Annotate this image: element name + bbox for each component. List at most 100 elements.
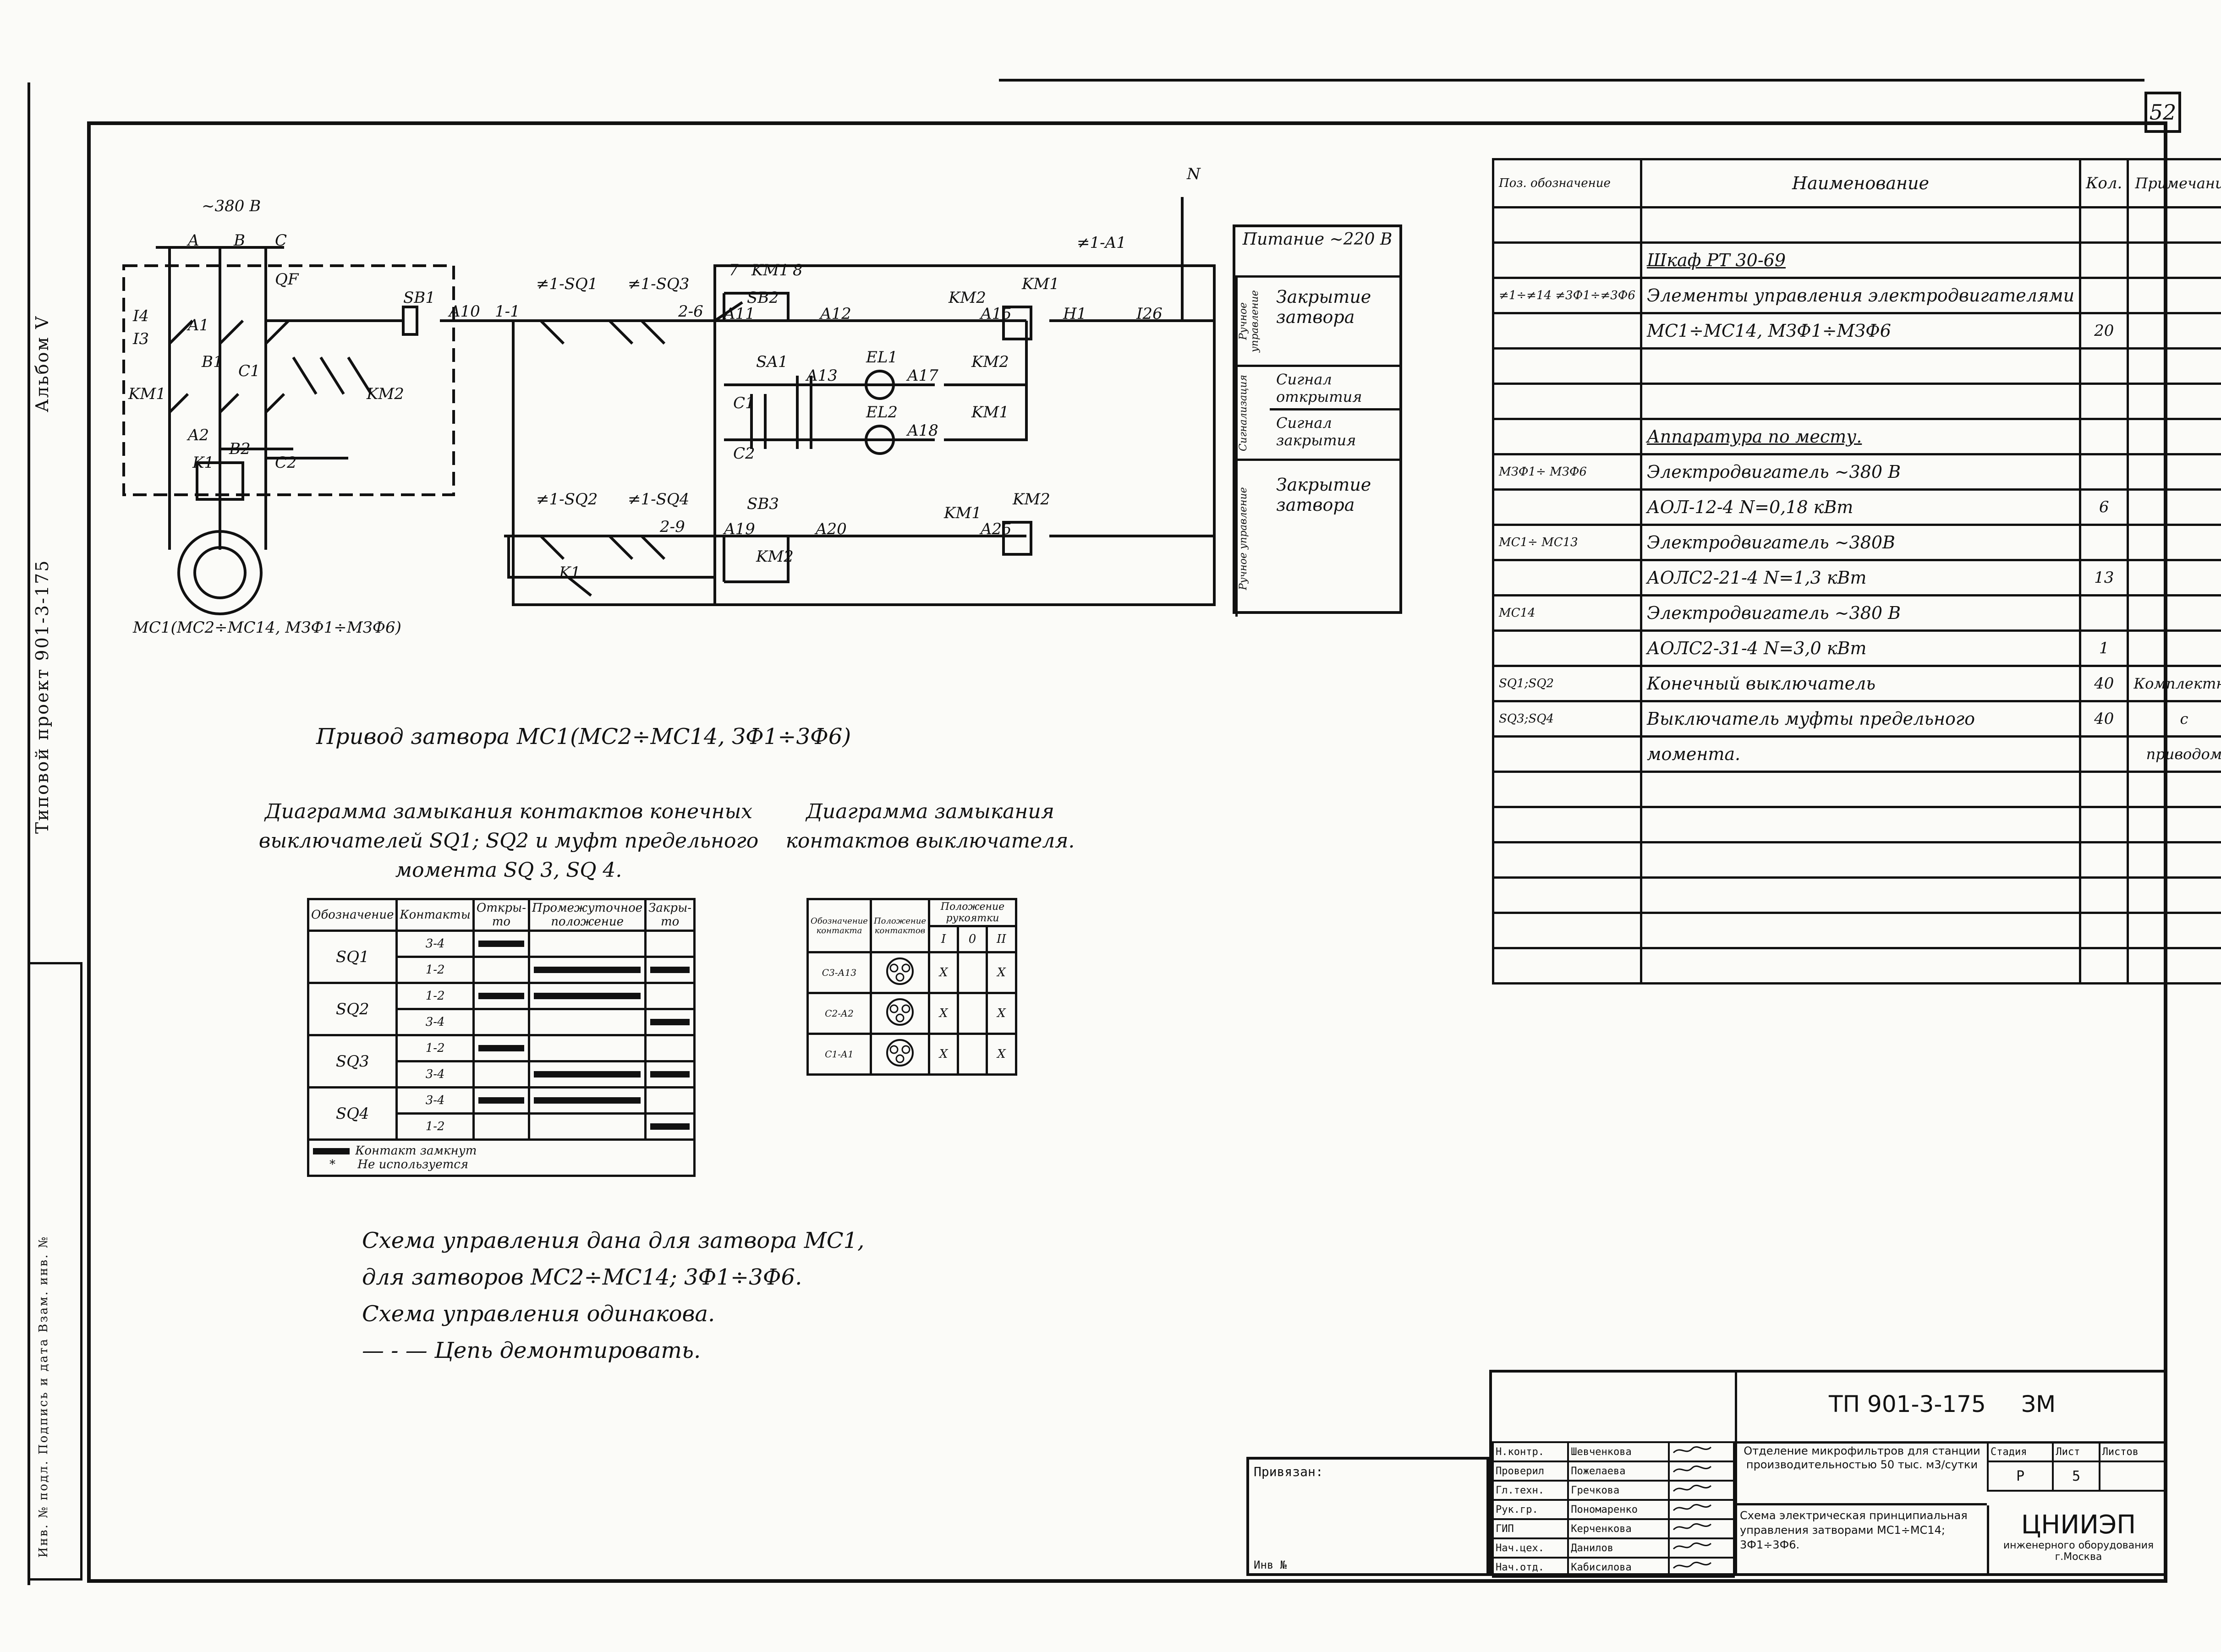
- diagram2-cell-O: [957, 1033, 988, 1076]
- spec-cell-pos: SQ3;SQ4: [1492, 700, 1642, 738]
- spec-cell-qty: [2079, 594, 2129, 632]
- spec-cell-pos: [1492, 806, 1642, 843]
- spec-cell-note: с: [2127, 700, 2221, 738]
- label-sq4: ≠1-SQ4: [628, 490, 690, 509]
- spec-cell-name: [1640, 347, 2082, 385]
- signature-icon: [1667, 1557, 1735, 1578]
- diagram1-contact: 3-4: [395, 1060, 475, 1089]
- spec-cell-qty: [2079, 383, 2129, 420]
- spec-header-qty: Кол.: [2079, 158, 2129, 208]
- label-km1: KM1: [128, 385, 166, 403]
- contact-closed-bar: [534, 1071, 641, 1078]
- label-i4: I4: [133, 307, 149, 325]
- diagram1-state-cell: [527, 930, 647, 958]
- spec-row: Аппаратура по месту.: [1492, 418, 2221, 455]
- spec-cell-pos: МС1÷ МС13: [1492, 524, 1642, 561]
- label-a18: A18: [907, 421, 938, 440]
- spec-cell-note: [2127, 947, 2221, 985]
- label-2-6: 2-6: [678, 302, 703, 321]
- panel-row-label: Закрытие затвора: [1276, 287, 1371, 327]
- diagram1-title: Диаграмма замыкания контактов конечных в…: [258, 800, 759, 882]
- spec-row: момента.приводом: [1492, 735, 2221, 773]
- spec-cell-qty: [2079, 453, 2129, 491]
- spec-cell-qty: 40: [2079, 665, 2129, 702]
- label-phase-b: B: [234, 231, 245, 250]
- diagram2-cell-II: X: [985, 992, 1018, 1035]
- contact-closed-bar: [478, 993, 524, 999]
- spec-cell-pos: МЗФ1÷ МЗФ6: [1492, 453, 1642, 491]
- spec-cell-note: [2127, 912, 2221, 949]
- panel-group-manual: Ручное управление: [1235, 278, 1270, 365]
- panel-row-label: Сигнал закрытия: [1276, 414, 1356, 449]
- diagram1-state-cell: [472, 1034, 531, 1062]
- stamp-stage-label: Стадия: [1986, 1441, 2054, 1462]
- spec-cell-qty: [2079, 277, 2129, 314]
- privyazan-block: Привязан: Инв №: [1246, 1457, 1489, 1576]
- spec-cell-pos: [1492, 912, 1642, 949]
- spec-row: [1492, 206, 2221, 244]
- label-b1: B1: [202, 353, 223, 371]
- diagram2-pos-2: II: [985, 925, 1018, 953]
- diagram1-state-cell: [527, 982, 647, 1010]
- spec-cell-qty: [2079, 206, 2129, 244]
- diagram1-state-cell: [472, 1086, 531, 1115]
- stamp-person-row: Гл.техн.Гречкова: [1492, 1480, 1735, 1501]
- spec-cell-qty: [2079, 841, 2129, 879]
- diagram1-contact: 3-4: [395, 1086, 475, 1115]
- spec-cell-qty: 1: [2079, 629, 2129, 667]
- label-el1: EL1: [866, 348, 898, 367]
- stamp-org-sub: инженерного оборудования г.Москва: [2003, 1540, 2154, 1563]
- diagram1-state-cell: [472, 930, 531, 958]
- diagram1-h0: Обозначение: [307, 898, 398, 932]
- label-phase-a: A: [188, 231, 199, 250]
- diagram2-h2: Положение рукоятки: [927, 898, 1018, 927]
- diagram1-state-cell: [644, 1034, 696, 1062]
- diagram1-switch: SQ2: [307, 982, 398, 1036]
- stamp-person-name: Шевченкова: [1567, 1441, 1670, 1462]
- spec-cell-note: [2127, 241, 2221, 279]
- diagram2-contact: С1-А1: [806, 1033, 872, 1076]
- spec-header-name: Наименование: [1640, 158, 2082, 208]
- stamp-person-role: Нач.цех.: [1492, 1537, 1569, 1559]
- spec-cell-pos: МС14: [1492, 594, 1642, 632]
- spec-cell-qty: [2079, 806, 2129, 843]
- label-sq2: ≠1-SQ2: [536, 490, 598, 509]
- diagram2-cell-O: [957, 992, 988, 1035]
- diagram1-state-cell: [527, 956, 647, 984]
- spec-cell-name: [1640, 912, 2082, 949]
- stamp-sheet-label: Лист: [2052, 1441, 2100, 1462]
- label-km2-top: KM2: [949, 289, 986, 307]
- diagram2-pos-1: I: [927, 925, 960, 953]
- spec-cell-qty: [2079, 735, 2129, 773]
- stamp-person-name: Кабисилова: [1567, 1557, 1670, 1578]
- spec-cell-pos: [1492, 876, 1642, 914]
- diagram2-h1: Положение контактов: [869, 898, 930, 953]
- note-3: Схема управления одинакова.: [362, 1301, 715, 1327]
- diagram1-row: 1-2: [308, 1112, 696, 1141]
- contact-closed-bar: [478, 941, 524, 947]
- stamp-person-role: ГИП: [1492, 1518, 1569, 1539]
- spec-cell-qty: 20: [2079, 312, 2129, 350]
- stamp-person-row: Нач.отд.Кабисилова: [1492, 1557, 1735, 1578]
- diagram2-table: Обозначение контакта Положение контактов…: [806, 898, 1018, 1076]
- stamp-org: ЦНИИЭП инженерного оборудования г.Москва: [1987, 1505, 2168, 1574]
- contact-closed-bar: [534, 1097, 641, 1104]
- spec-cell-pos: [1492, 735, 1642, 773]
- label-sq3: ≠1-SQ3: [628, 275, 690, 293]
- stamp-sheets-label: Листов: [2098, 1441, 2166, 1462]
- motor-label: МС1(МС2÷МС14, МЗФ1÷МЗФ6): [133, 618, 401, 637]
- label-km2-coil: KM2: [1013, 490, 1050, 509]
- diagram1-state-cell: [644, 956, 696, 984]
- label-1-1: 1-1: [495, 302, 520, 321]
- spec-cell-note: [2127, 453, 2221, 491]
- spec-cell-pos: [1492, 241, 1642, 279]
- diagram2-title: Диаграмма замыкания контактов выключател…: [785, 800, 1075, 853]
- legend-unused: Не используется: [357, 1158, 469, 1171]
